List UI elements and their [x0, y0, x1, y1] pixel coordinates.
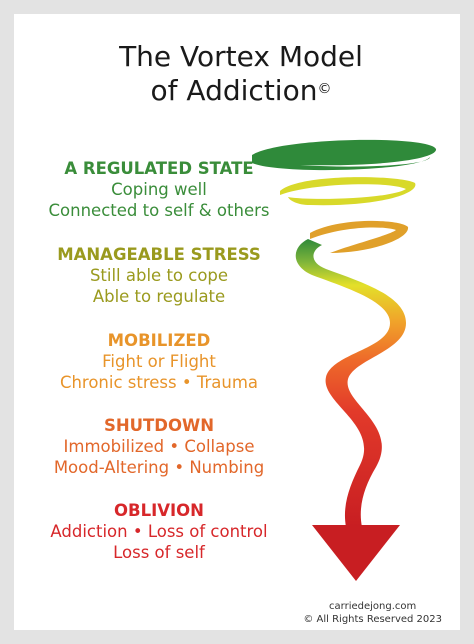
stage-regulated: A REGULATED STATE Coping well Connected … [14, 158, 304, 221]
vortex-spiral-arrow [252, 139, 437, 581]
footer-rights: © All Rights Reserved 2023 [303, 614, 442, 625]
stage-heading: SHUTDOWN [103, 416, 215, 435]
spiral-ring-3 [310, 220, 409, 253]
stage-line: Mood-Altering • Numbing [53, 458, 265, 477]
stage-line: Loss of self [113, 543, 205, 562]
stage-heading: OBLIVION [113, 501, 204, 520]
footer-site: carriedejong.com [329, 601, 417, 612]
stage-heading: MOBILIZED [107, 331, 211, 350]
stage-heading: MANAGEABLE STRESS [57, 245, 261, 264]
title-line-2-text: of Addiction [150, 74, 318, 107]
diagram-title: The Vortex Model of Addiction© [96, 40, 386, 108]
stage-manageable: MANAGEABLE STRESS Still able to cope Abl… [14, 244, 304, 307]
stage-heading: A REGULATED STATE [64, 159, 254, 178]
stage-line: Connected to self & others [48, 201, 270, 220]
copyright-mark: © [317, 81, 332, 97]
stage-oblivion: OBLIVION Addiction • Loss of control Los… [14, 500, 304, 563]
spiral-ribbon-body [295, 239, 406, 527]
stage-line: Immobilized • Collapse [63, 437, 255, 456]
stage-line: Chronic stress • Trauma [59, 373, 259, 392]
spiral-ring-2 [280, 177, 416, 206]
stage-line: Fight or Flight [102, 352, 216, 371]
stage-line: Still able to cope [89, 266, 229, 285]
stage-line: Coping well [111, 180, 207, 199]
stage-mobilized: MOBILIZED Fight or Flight Chronic stress… [14, 330, 304, 393]
title-line-2: of Addiction© [96, 74, 386, 108]
spiral-arrowhead [312, 525, 400, 581]
stage-shutdown: SHUTDOWN Immobilized • Collapse Mood-Alt… [14, 415, 304, 478]
stage-line: Addiction • Loss of control [50, 522, 268, 541]
spiral-ring-top [252, 139, 437, 171]
footer-credit: carriedejong.com © All Rights Reserved 2… [303, 600, 442, 626]
stage-line: Able to regulate [92, 287, 226, 306]
title-line-1: The Vortex Model [119, 40, 363, 73]
